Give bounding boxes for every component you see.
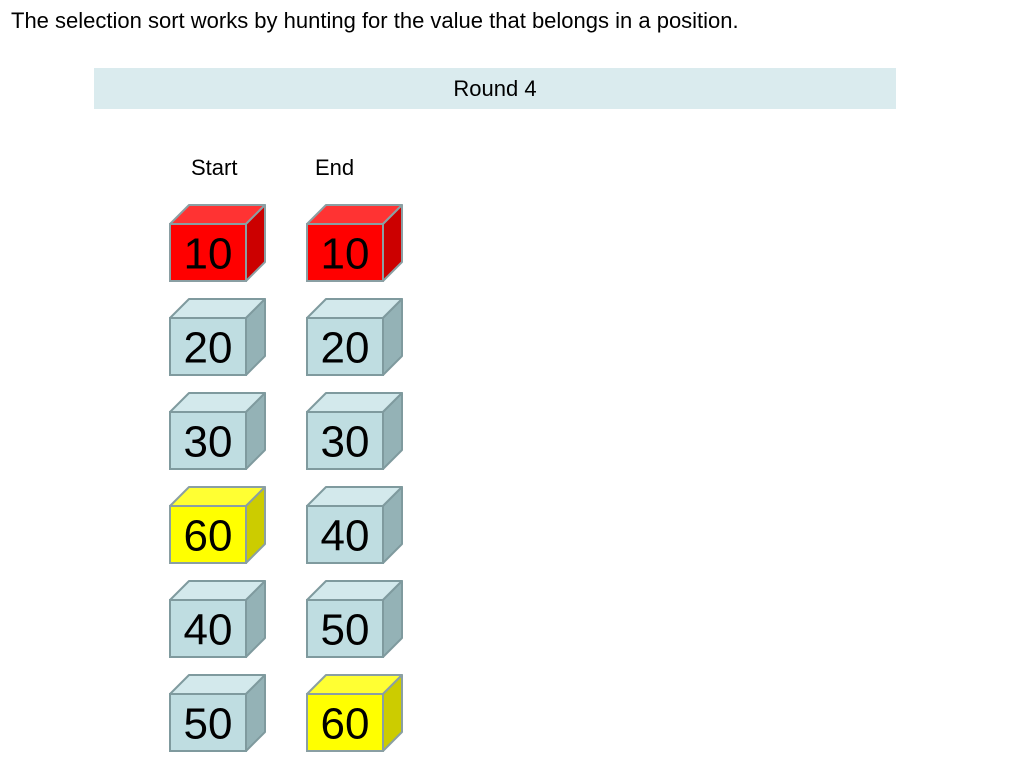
cube-value: 40 <box>184 606 233 655</box>
cube-value: 60 <box>321 700 370 749</box>
cube-front-face <box>306 411 384 470</box>
end-cube-30: 30 <box>306 392 403 470</box>
cube-front-face <box>169 223 247 282</box>
cube-front-face <box>169 693 247 752</box>
cube-front-face <box>306 599 384 658</box>
cube-value: 10 <box>184 230 233 279</box>
cube-value: 40 <box>321 512 370 561</box>
start-cube-50: 50 <box>169 674 266 752</box>
cube-value: 50 <box>321 606 370 655</box>
end-column-label: End <box>315 155 355 180</box>
cube-front-face <box>169 411 247 470</box>
cube-front-face <box>306 223 384 282</box>
cube-value: 50 <box>184 700 233 749</box>
end-cube-60: 60 <box>306 674 403 752</box>
intro-text: The selection sort works by hunting for … <box>11 8 739 33</box>
end-cube-20: 20 <box>306 298 403 376</box>
round-title: Round 4 <box>453 75 537 101</box>
start-cube-10: 10 <box>169 204 266 282</box>
start-cube-30: 30 <box>169 392 266 470</box>
round-title-bar: Round 4 <box>94 68 896 109</box>
cube-front-face <box>306 317 384 376</box>
cube-value: 30 <box>184 418 233 467</box>
cube-value: 10 <box>321 230 370 279</box>
cube-front-face <box>169 599 247 658</box>
cube-value: 30 <box>321 418 370 467</box>
end-cube-10: 10 <box>306 204 403 282</box>
start-cube-60: 60 <box>169 486 266 564</box>
cube-front-face <box>169 505 247 564</box>
cube-front-face <box>306 505 384 564</box>
cube-front-face <box>169 317 247 376</box>
cube-value: 20 <box>184 324 233 373</box>
end-cube-50: 50 <box>306 580 403 658</box>
start-column-label: Start <box>191 155 238 180</box>
start-cube-20: 20 <box>169 298 266 376</box>
end-cube-40: 40 <box>306 486 403 564</box>
cube-value: 60 <box>184 512 233 561</box>
start-cube-40: 40 <box>169 580 266 658</box>
cube-value: 20 <box>321 324 370 373</box>
cube-front-face <box>306 693 384 752</box>
